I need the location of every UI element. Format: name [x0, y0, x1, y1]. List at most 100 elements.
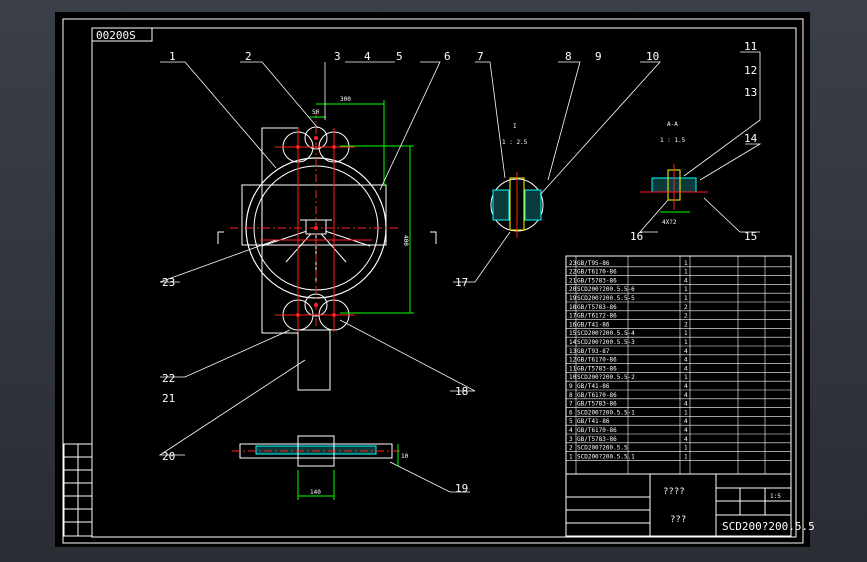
balloon-2: 2 [245, 50, 252, 63]
balloon-9: 9 [595, 50, 602, 63]
bom-code: GB/T5783-86 [577, 304, 617, 311]
bom-no: 5 [569, 418, 573, 425]
dim-400: 400 [402, 235, 409, 246]
bom-qty: 2 [684, 313, 688, 320]
bom-code: GB/T5783-86 [577, 365, 617, 372]
bom-qty: 1 [684, 374, 688, 381]
bom-no: 14 [569, 339, 577, 346]
revision-side-table [63, 443, 93, 537]
balloon-12: 12 [744, 64, 757, 77]
bom-code: SCD200?200.5.5-6 [577, 286, 635, 293]
balloon-20: 20 [162, 450, 175, 463]
bom-code: GB/T95-86 [577, 260, 610, 267]
bom-no: 18 [569, 304, 577, 311]
bom-code: SCD200?200.5.5-3 [577, 339, 635, 346]
main-view: 300 50 400 [217, 96, 437, 391]
bom-no: 7 [569, 401, 573, 408]
section-hatch [255, 445, 377, 455]
balloon-22: 22 [162, 372, 175, 385]
bom-no: 4 [569, 427, 573, 434]
balloon-21: 21 [162, 392, 175, 405]
detail-aa-label: A-A [667, 121, 678, 128]
bom-code: SCD200?200.5.5.1 [577, 453, 635, 460]
leader-lines [158, 51, 762, 493]
drawing-sheet [55, 12, 810, 547]
balloon-11: 11 [744, 40, 757, 53]
section-dimensions [297, 444, 399, 500]
bom-no: 8 [569, 392, 573, 399]
balloon-8: 8 [565, 50, 572, 63]
bom-no: 10 [569, 374, 577, 381]
balloon-13: 13 [744, 86, 757, 99]
dim-140: 140 [310, 489, 321, 496]
bom-code: SCD200?200.5.5 [577, 445, 628, 452]
dim-10: 10 [401, 453, 409, 460]
bom-qty: 4 [684, 392, 688, 399]
title-name: ???? [663, 487, 685, 497]
bom-code: GB/T41-86 [577, 321, 610, 328]
balloon-labels: 1 2 3 4 5 6 7 8 9 10 11 12 13 14 15 16 1… [162, 40, 758, 495]
detail-i-hatch-left [492, 189, 510, 221]
bom-no: 16 [569, 321, 577, 328]
balloon-16: 16 [630, 230, 643, 243]
main-dimensions [310, 100, 414, 314]
bom-code: GB/T5783-86 [577, 401, 617, 408]
title-scale: 1:5 [770, 493, 781, 500]
bom-qty: 4 [684, 436, 688, 443]
bom-qty: 1 [684, 269, 688, 276]
balloon-23: 23 [162, 276, 175, 289]
bom-no: 1 [569, 453, 573, 460]
detail-aa-scale: 1 : 1.5 [660, 137, 686, 144]
bom-no: 13 [569, 348, 577, 355]
balloon-3: 3 [334, 50, 341, 63]
bom-code: GB/T5783-86 [577, 277, 617, 284]
bom-qty: 4 [684, 277, 688, 284]
bolt-points [296, 136, 336, 317]
bom-no: 3 [569, 436, 573, 443]
bom-no: 6 [569, 409, 573, 416]
lower-bracket [297, 329, 331, 391]
bom-code: GB/T6170-86 [577, 357, 617, 364]
section-marks [217, 231, 437, 244]
bom-no: 22 [569, 269, 577, 276]
code-box-text: 00200S [96, 29, 136, 42]
bom-qty: 1 [684, 295, 688, 302]
bom-code: SCD200?200.5.5-4 [577, 330, 635, 337]
bom-qty: 1 [684, 409, 688, 416]
section-view: 140 10 [232, 435, 409, 500]
bom-no: 19 [569, 295, 577, 302]
bom-qty: 4 [684, 401, 688, 408]
balloon-7: 7 [477, 50, 484, 63]
bom-code: GB/T6170-86 [577, 427, 617, 434]
bom-no: 17 [569, 313, 577, 320]
detail-i-scale: 1 : 2.5 [502, 139, 528, 146]
bom-no: 21 [569, 277, 577, 284]
bom-qty: 2 [684, 304, 688, 311]
inner-border [91, 27, 797, 538]
bom-code: GB/T6170-86 [577, 269, 617, 276]
bom-qty: 4 [684, 427, 688, 434]
bom-qty: 1 [684, 453, 688, 460]
dim-50: 50 [312, 109, 320, 116]
bom-no: 15 [569, 330, 577, 337]
balloon-10: 10 [646, 50, 659, 63]
detail-i: I 1 : 2.5 [490, 123, 544, 238]
title-sub: ??? [670, 515, 686, 525]
side-plate [261, 127, 299, 334]
bom-no: 20 [569, 286, 577, 293]
detail-i-hatch-right [524, 189, 542, 221]
bom-qty: 4 [684, 348, 688, 355]
bom-qty: 4 [684, 357, 688, 364]
detail-a-a: 4X?2 A-A 1 : 1.5 [640, 121, 708, 226]
bom-code: SCD200?200.5.5-1 [577, 409, 635, 416]
bom-qty: 1 [684, 445, 688, 452]
bom-code: SCD200?200.5.5-2 [577, 374, 635, 381]
dim-300: 300 [340, 96, 351, 103]
detail-i-label: I [513, 123, 517, 130]
housing-block [241, 184, 387, 246]
balloon-19: 19 [455, 482, 468, 495]
bom-no: 11 [569, 365, 577, 372]
bom-qty: 4 [684, 383, 688, 390]
